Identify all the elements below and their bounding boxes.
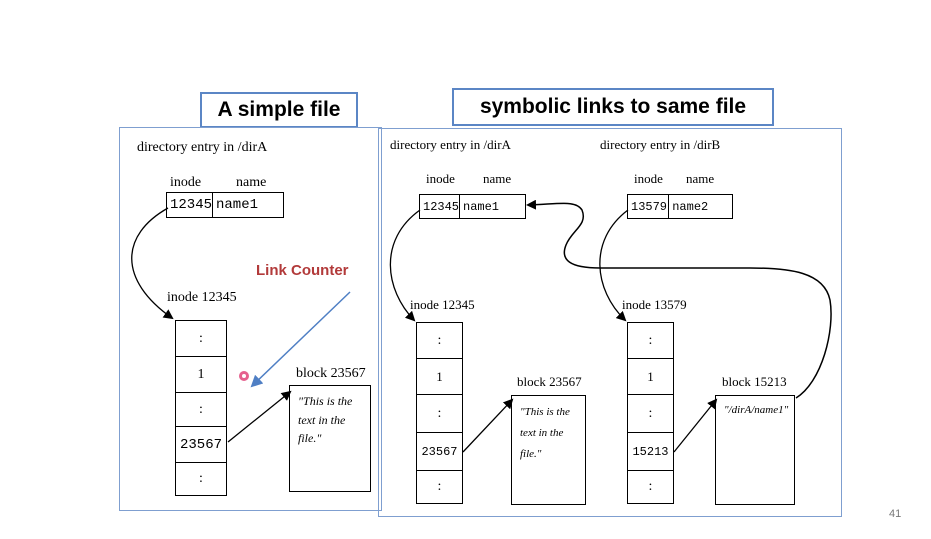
simple-file-title-text: A simple file	[217, 98, 341, 121]
left-entry-to-inode-arrow	[131, 207, 174, 320]
right-a-directory-entry: 12345 name1	[419, 194, 526, 219]
left-dir-caption: directory entry in /dirA	[137, 140, 268, 155]
page-number: 41	[889, 508, 902, 520]
right-a-inode-cell: :	[437, 478, 442, 494]
right-a-inode-cell: :	[417, 323, 462, 359]
right-b-block-label: block 15213	[722, 374, 787, 389]
right-b-entry-name: name2	[672, 199, 709, 214]
right-a-dir-caption: directory entry in /dirA	[390, 137, 511, 152]
right-b-inode-label: inode 13579	[622, 297, 687, 312]
right-a-inode-table: : 1 : 23567 :	[416, 322, 463, 504]
left-block-text: "This is the text in the file."	[298, 394, 353, 446]
symlink-path-arrow	[526, 199, 832, 399]
right-a-block-label: block 23567	[517, 374, 582, 389]
right-b-block-text: "/dirA/name1"	[724, 404, 789, 416]
left-inode-cell: :	[199, 470, 203, 486]
left-col-name: name	[236, 175, 267, 190]
right-a-entry-name: name1	[463, 199, 500, 214]
right-b-dir-caption: directory entry in /dirB	[600, 137, 721, 152]
right-b-inode-cell-link-count: 1	[628, 359, 673, 395]
right-a-entry-to-inode-arrow	[389, 209, 421, 322]
symbolic-links-title: symbolic links to same file	[452, 88, 774, 126]
right-a-inode-cell-block: 23567	[417, 433, 462, 471]
simple-file-panel	[119, 127, 382, 511]
simple-file-title: A simple file	[200, 92, 358, 128]
left-inode-cell-link-count: 1	[176, 357, 226, 393]
right-b-inode-table: : 1 : 15213 :	[627, 322, 674, 504]
left-inode-table: : 1 : 23567 :	[175, 320, 227, 496]
left-col-inode: inode	[170, 175, 202, 190]
right-b-col-name: name	[686, 171, 715, 186]
right-a-col-name: name	[483, 171, 512, 186]
link-counter-annotation: Link Counter	[256, 262, 349, 279]
right-a-inode-label: inode 12345	[410, 297, 475, 312]
right-a-data-block: "This is the text in the file."	[511, 395, 586, 505]
left-entry-inode: 12345	[167, 193, 213, 217]
right-a-inode-cell-link-count: 1	[417, 359, 462, 395]
right-b-entry-to-inode-arrow	[599, 209, 629, 322]
symbolic-links-panel	[378, 128, 842, 517]
right-b-col-inode: inode	[634, 171, 663, 186]
link-counter-arrow	[250, 291, 351, 388]
right-b-data-block: "/dirA/name1"	[715, 395, 795, 505]
right-b-inode-cell-block: 15213	[628, 433, 673, 471]
right-b-inode-cell: :	[648, 478, 653, 494]
left-directory-entry: 12345 name1	[166, 192, 284, 218]
right-b-entry-inode: 13579	[628, 195, 670, 218]
left-inode-cell-block: 23567	[176, 427, 226, 463]
right-a-col-inode: inode	[426, 171, 455, 186]
left-inode-cell: :	[176, 393, 226, 427]
symbolic-links-title-text: symbolic links to same file	[479, 95, 747, 118]
right-b-inode-to-block-arrow	[673, 398, 718, 453]
right-b-inode-cell: :	[628, 323, 673, 359]
right-a-inode-to-block-arrow	[462, 398, 514, 453]
right-a-entry-inode: 12345	[420, 195, 460, 218]
left-entry-name: name1	[216, 197, 259, 213]
left-block-label: block 23567	[296, 366, 366, 381]
left-inode-label: inode 12345	[167, 290, 237, 305]
right-b-inode-cell: :	[628, 395, 673, 433]
left-inode-to-block-arrow	[227, 390, 292, 443]
right-a-inode-cell: :	[417, 395, 462, 433]
left-data-block: "This is the text in the file."	[289, 385, 371, 492]
right-a-block-text: "This is the text in the file."	[520, 406, 570, 460]
left-inode-cell: :	[176, 321, 226, 357]
right-b-directory-entry: 13579 name2	[627, 194, 733, 219]
